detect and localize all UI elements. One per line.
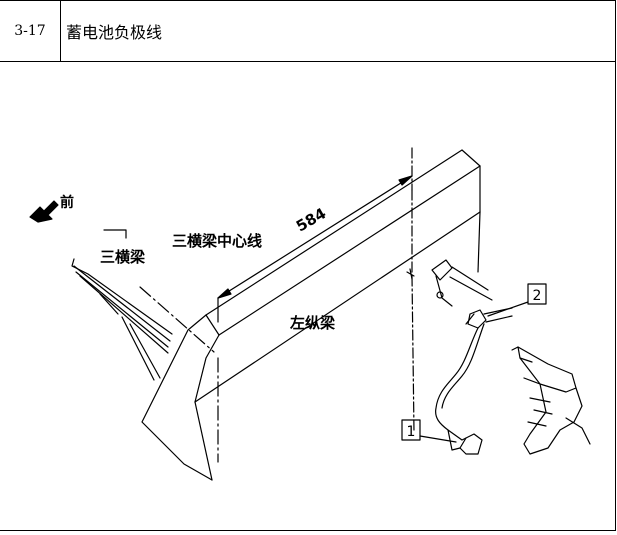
callout-2-number: 2 — [533, 288, 542, 304]
bolt-part — [465, 307, 513, 329]
crossbeam-label: 三横梁 — [100, 248, 146, 266]
left-rail-body — [141, 149, 481, 481]
front-arrow-icon — [29, 200, 59, 223]
crossbeam-sketch — [71, 229, 173, 381]
impact-wrench — [511, 346, 591, 455]
header-row: 3-17 蓄电池负极线 — [0, 0, 616, 62]
crossbeam-centerline — [139, 286, 219, 463]
section-code: 3-17 — [0, 1, 61, 61]
rail-bolt-mark — [406, 268, 415, 280]
installation-drawing: 前 三横梁 三横梁中心线 584 左纵梁 2 1 — [29, 147, 591, 481]
front-label: 前 — [60, 194, 74, 211]
callout-1-leader — [401, 419, 457, 443]
ground-bracket — [431, 259, 493, 307]
negative-cable — [435, 323, 485, 431]
rail-label: 左纵梁 — [289, 314, 336, 332]
callout-2-leader — [487, 283, 547, 317]
dimension-value: 584 — [293, 204, 329, 235]
section-title: 蓄电池负极线 — [66, 23, 163, 42]
installation-figure: 前 三横梁 三横梁中心线 584 左纵梁 2 1 — [0, 62, 616, 531]
dimension-line — [217, 147, 413, 323]
callout-1-number: 1 — [407, 424, 416, 440]
mount-axis-line — [411, 189, 415, 433]
centerline-label: 三横梁中心线 — [172, 232, 262, 250]
cable-terminal — [447, 429, 483, 455]
